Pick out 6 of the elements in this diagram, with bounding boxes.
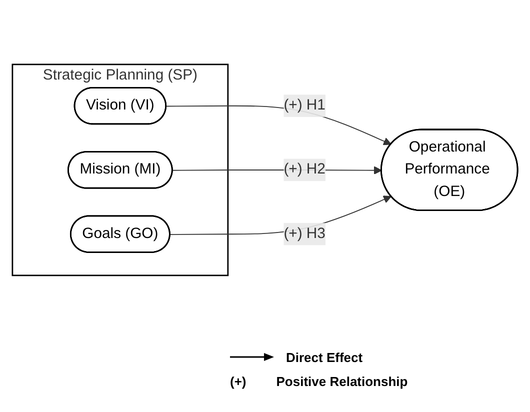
edge-label: (+) H1 [284, 97, 326, 114]
edge-label: (+) H3 [284, 226, 326, 242]
legend-text: Direct Effect [286, 350, 363, 364]
legend-symbol: (+) [230, 374, 246, 388]
edge-label: (+) H2 [284, 162, 326, 178]
legend-text: Positive Relationship [276, 374, 408, 388]
